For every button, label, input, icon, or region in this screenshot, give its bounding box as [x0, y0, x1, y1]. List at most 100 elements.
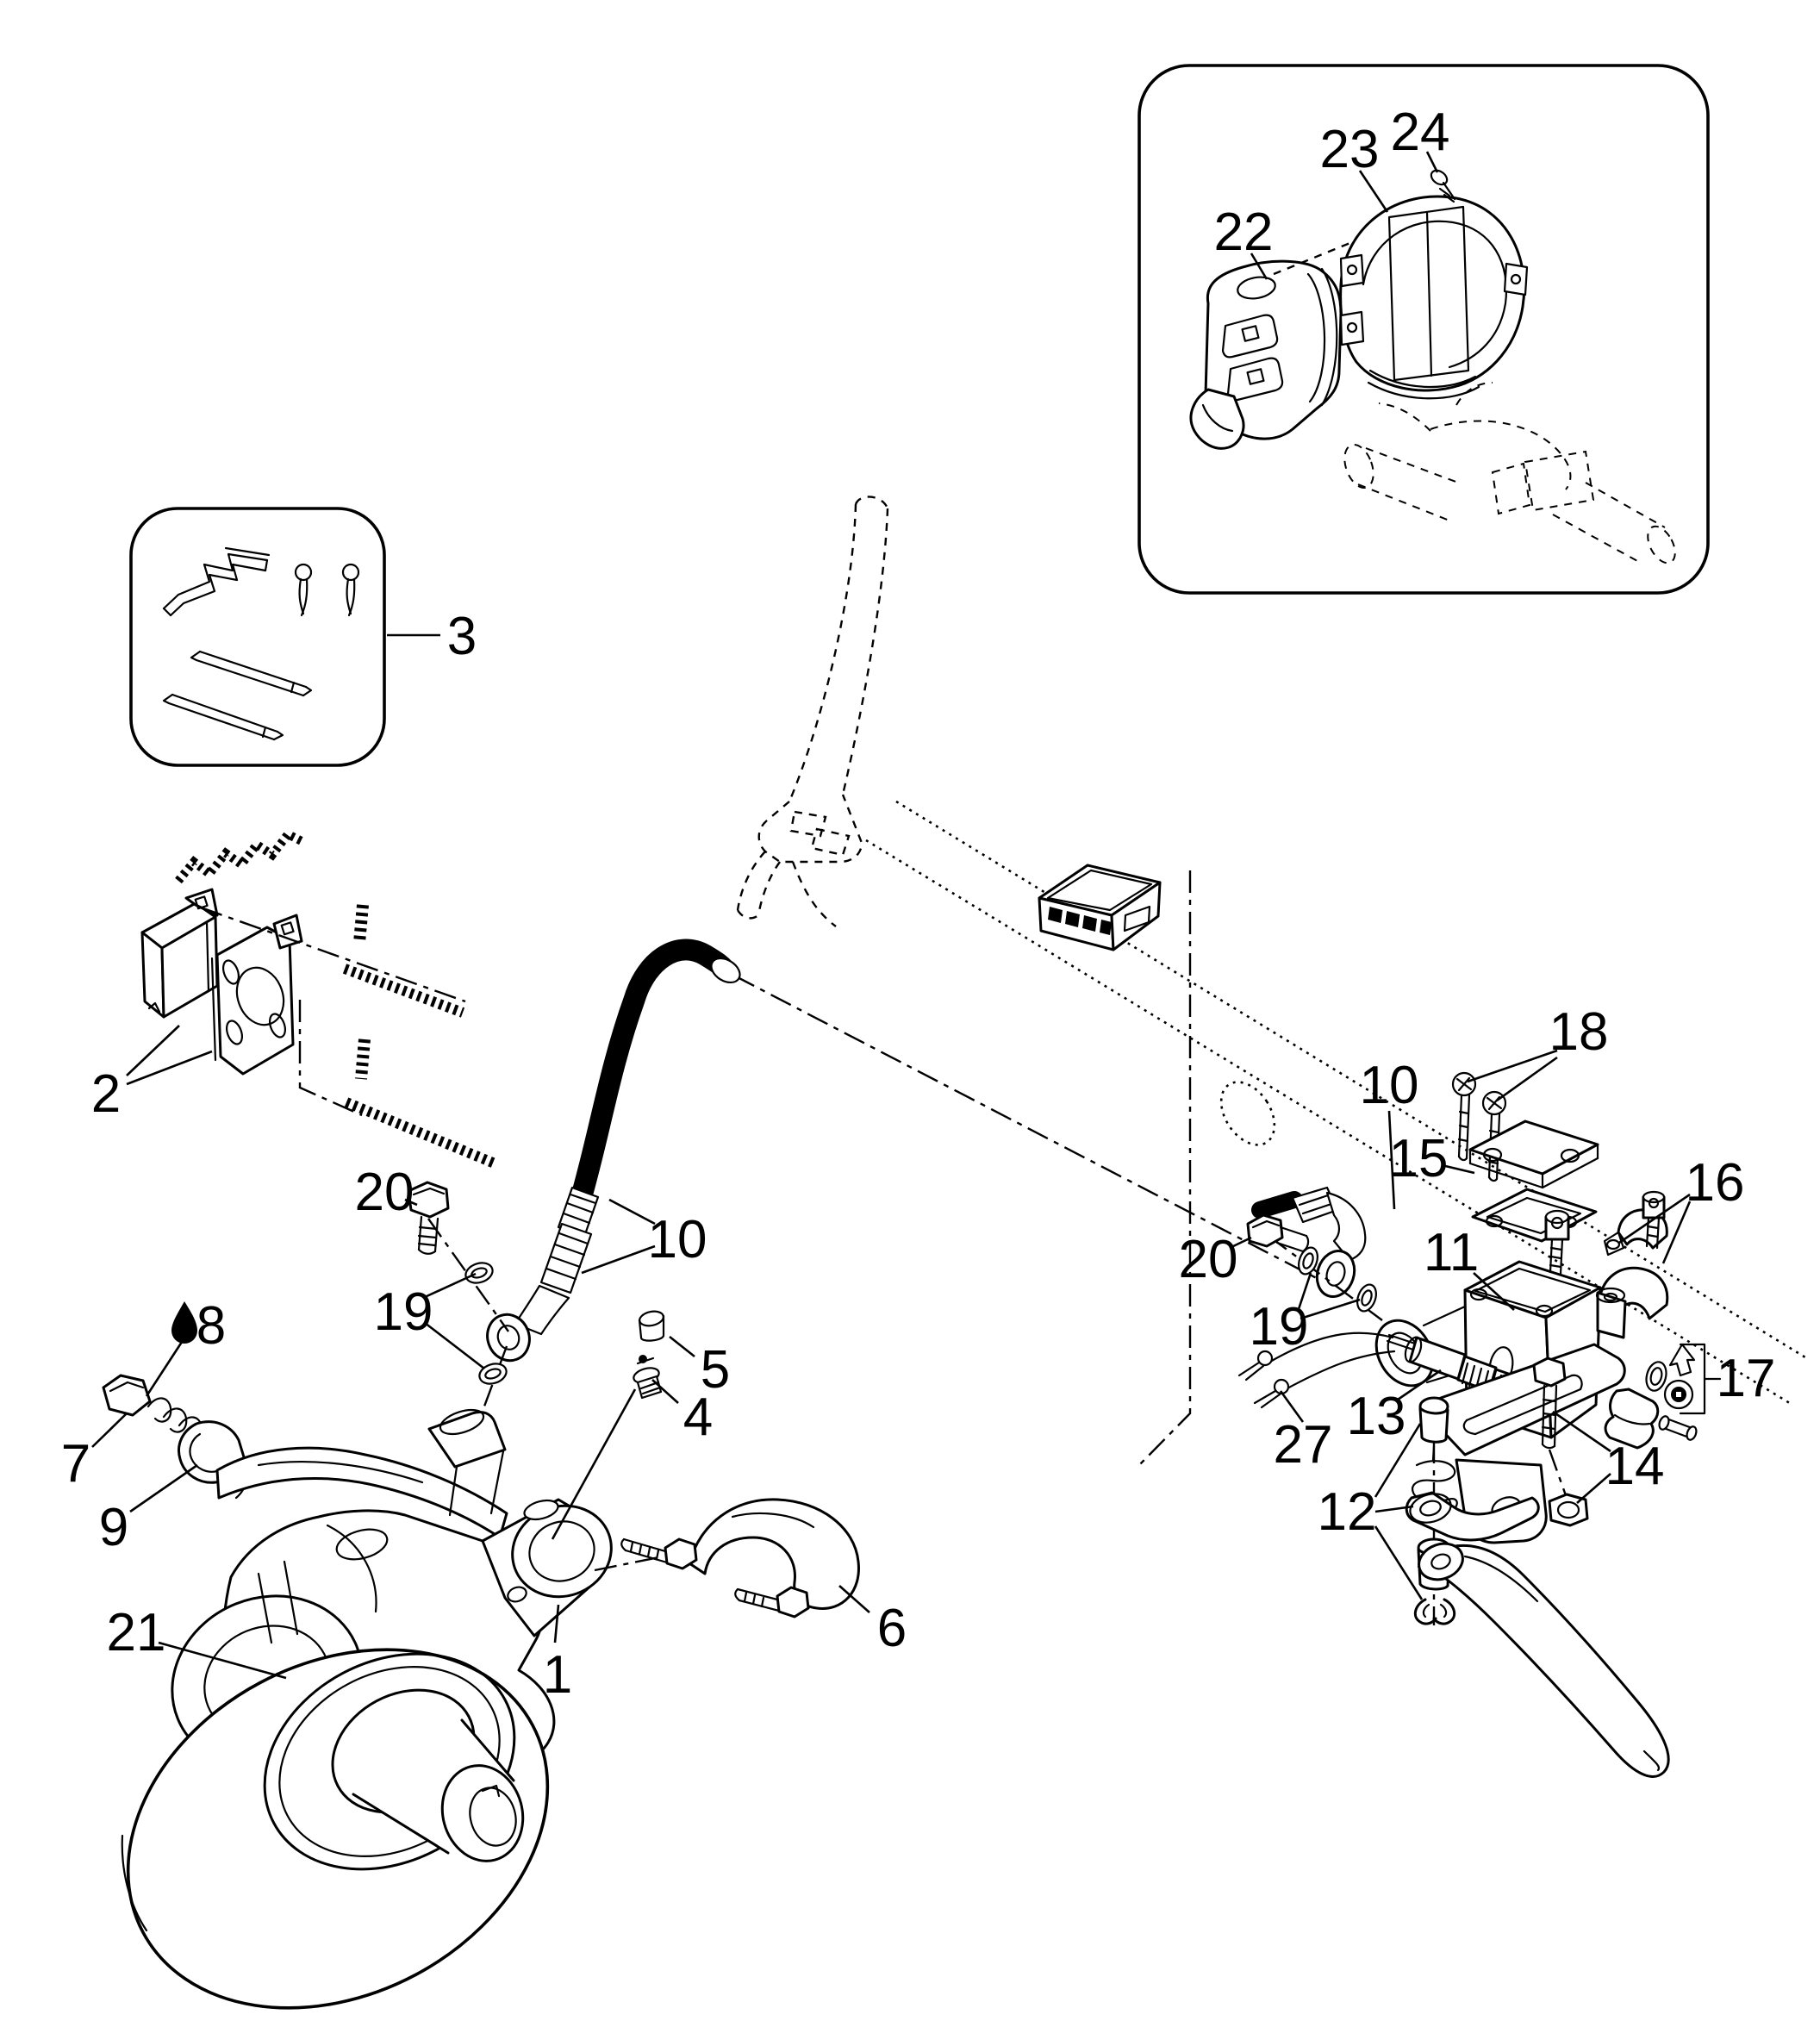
- leader-line-21: [158, 1641, 287, 1680]
- callout-11-11: 11: [1424, 1223, 1479, 1282]
- brake-pad: [140, 888, 219, 1019]
- mc-hose-fitting: [1246, 1186, 1383, 1321]
- leader-line-4: [551, 1388, 637, 1540]
- callout-24-26: 24: [1391, 103, 1450, 162]
- bleeder-cap: [638, 1310, 665, 1342]
- leader-line-18: [1496, 1056, 1558, 1102]
- leader-line-12: [1374, 1505, 1414, 1513]
- o-ring: [484, 1368, 502, 1380]
- handlebar-ghost: [865, 800, 1806, 1406]
- callout-18-18: 18: [1549, 1002, 1609, 1062]
- pad-backing-plate: [210, 914, 303, 1076]
- callout-23-25: 23: [1320, 120, 1380, 179]
- kit-spring-clip: [162, 546, 271, 617]
- banjo-eye: [486, 1313, 531, 1363]
- hose-strain-relief: [539, 1186, 600, 1294]
- leader-line-19: [1297, 1272, 1312, 1310]
- hose-elbow-fitting: [486, 1284, 570, 1363]
- o-ring: [1361, 1289, 1373, 1307]
- reservoir-gasket: [1471, 1188, 1598, 1243]
- clamp-screw: [1642, 1190, 1666, 1250]
- leader-line-12: [1374, 1525, 1424, 1600]
- steering-column-ghost: [736, 496, 889, 927]
- callout-9-8: 9: [99, 1498, 128, 1557]
- brake-lever: [1418, 1542, 1670, 1778]
- banjo-bolt: [407, 1181, 450, 1255]
- leader-line-9: [129, 1463, 198, 1513]
- leader-line-10: [1387, 1110, 1396, 1210]
- callout-21-23: 21: [107, 1603, 166, 1662]
- oil-drop-icon: [171, 1301, 197, 1344]
- leader-line-20: [1229, 1236, 1252, 1250]
- clamp-screw: [1544, 1209, 1570, 1275]
- leader-line-14: [1576, 1473, 1611, 1504]
- pad-pin-ghost: [342, 964, 465, 1018]
- leader-line-24: [1425, 151, 1439, 173]
- banjo-bolt: [1246, 1213, 1310, 1253]
- pad-pin-axis: [298, 1000, 363, 1117]
- crossover-hose: [594, 1498, 860, 1618]
- caliper-support-arm: [215, 1446, 508, 1539]
- leader-line-10: [608, 1198, 656, 1226]
- bleeder-boss: [523, 1499, 559, 1521]
- kit-cotter-pin: [294, 563, 313, 617]
- fluid-arrow-icon: [1668, 1343, 1696, 1377]
- connector-block: [1038, 864, 1162, 951]
- leader-line-6: [838, 1585, 870, 1613]
- pad-pin-ghost: [344, 1097, 497, 1169]
- leader-line-14: [1552, 1410, 1611, 1453]
- leader-line-8: [145, 1338, 185, 1397]
- leader-line-19: [1300, 1298, 1361, 1320]
- leader-line-16: [1661, 1201, 1692, 1264]
- main-brake-hose: [427, 939, 741, 1421]
- kit-cotter-pin: [341, 563, 360, 617]
- callout-20-22: 20: [1179, 1230, 1238, 1289]
- leader-line-15: [1441, 1163, 1475, 1175]
- o-ring: [478, 1363, 508, 1385]
- o-ring: [1356, 1283, 1377, 1313]
- brake-disc: [121, 1648, 550, 2010]
- leader-line-1: [553, 1604, 560, 1643]
- banjo-axis: [427, 1218, 509, 1332]
- leader-line-7: [91, 1413, 128, 1448]
- callout-10-10: 10: [1360, 1056, 1419, 1115]
- leader-line-2: [126, 1050, 213, 1086]
- banjo-eye: [1315, 1250, 1356, 1298]
- reservoir-cover: [1468, 1120, 1599, 1189]
- callout-3-2: 3: [447, 607, 477, 666]
- callout-15-15: 15: [1389, 1129, 1449, 1188]
- piston-boot: [1604, 1388, 1698, 1450]
- leader-line-19: [424, 1321, 485, 1370]
- switch-housing: [1189, 259, 1343, 450]
- o-ring: [1302, 1252, 1314, 1269]
- housing-cover: [1339, 195, 1529, 400]
- o-ring: [1645, 1361, 1667, 1392]
- callout-1: 1: [543, 1645, 572, 1705]
- view-boundary-line: [1138, 870, 1192, 1466]
- leader-line-20: [404, 1198, 418, 1207]
- bleeder-screw: [633, 1355, 663, 1400]
- callout-8-7: 8: [196, 1296, 226, 1356]
- callout-12-12: 12: [1318, 1482, 1377, 1542]
- pivot-bolt: [1532, 1357, 1568, 1499]
- callout-20-21: 20: [355, 1163, 414, 1222]
- callout-27-27: 27: [1274, 1415, 1333, 1475]
- leader-line-23: [1358, 170, 1389, 213]
- leader-line-22: [1250, 253, 1268, 280]
- leader-line-12: [1374, 1423, 1422, 1498]
- leader-line-4: [651, 1379, 679, 1404]
- leader-line-18: [1467, 1049, 1558, 1083]
- handlebar-clamp-front: [1595, 1266, 1669, 1339]
- callout-4-3: 4: [683, 1388, 713, 1447]
- callout-17-17: 17: [1717, 1349, 1776, 1408]
- callout-7-6: 7: [61, 1434, 90, 1494]
- pad-screw-ghost: [353, 904, 369, 944]
- kit-guide-pin: [190, 650, 313, 697]
- callout-6-5: 6: [877, 1599, 907, 1658]
- leader-line-13: [1397, 1369, 1442, 1401]
- leader-line-2: [126, 1025, 180, 1076]
- service-kit-box: [129, 507, 386, 767]
